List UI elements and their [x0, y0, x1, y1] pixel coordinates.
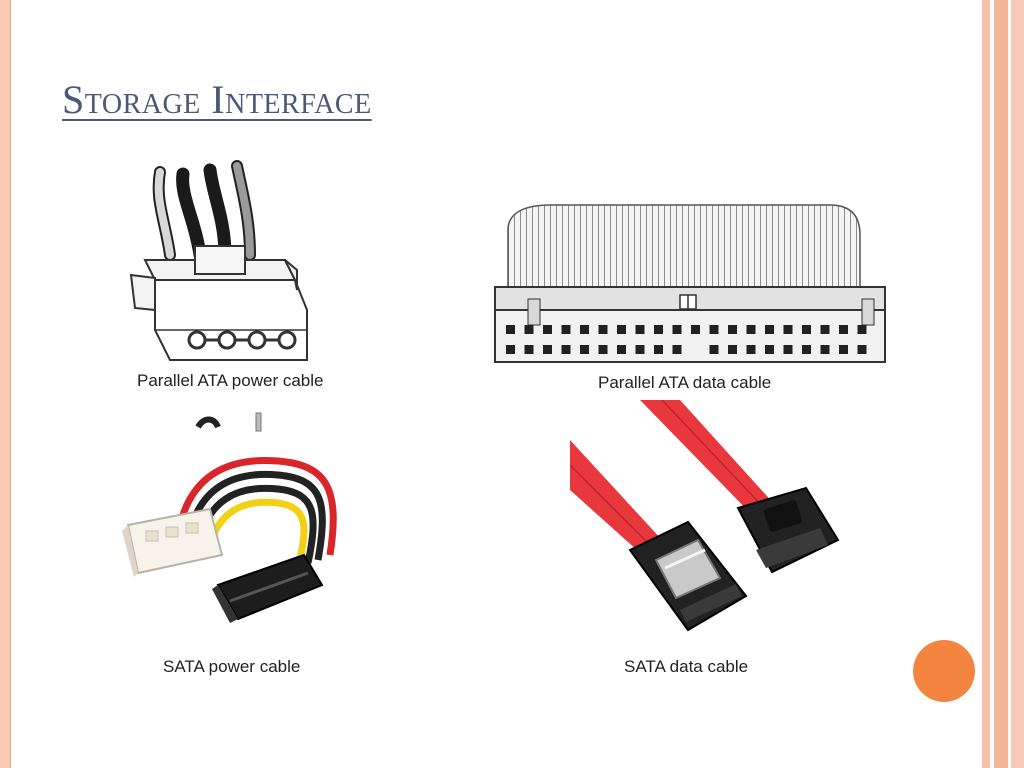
- molex-power-connector-icon: [125, 160, 315, 370]
- ide-pin-hole: [672, 345, 682, 354]
- ide-pin-hole: [746, 325, 756, 334]
- ide-pin-hole: [635, 325, 645, 334]
- sata-data-connector-icon: [570, 400, 845, 640]
- ide-pin-hole: [857, 345, 867, 354]
- caption-parallel-ata-data: Parallel ATA data cable: [598, 373, 772, 392]
- slide-frame-right: [978, 0, 1024, 768]
- ide-pin-hole: [598, 325, 608, 334]
- caption-parallel-ata-power: Parallel ATA power cable: [137, 371, 324, 390]
- ide-pin-hole: [617, 345, 626, 354]
- ide-pin-hole: [506, 345, 515, 354]
- ide-pin-hole: [617, 325, 626, 334]
- ide-pin-hole: [524, 345, 534, 354]
- ide-pin-hole: [783, 325, 793, 334]
- ide-pin-hole: [820, 325, 830, 334]
- ide-pin-hole: [709, 325, 719, 334]
- ide-pin-hole: [543, 345, 552, 354]
- ide-pin-hole: [580, 325, 589, 334]
- ide-pin-hole: [783, 345, 793, 354]
- ide-pin-hole: [765, 345, 774, 354]
- ide-pin-hole: [839, 345, 848, 354]
- ide-pin-hole: [506, 325, 515, 334]
- ide-pin-hole: [561, 325, 571, 334]
- sata-power-adapter-icon: [118, 405, 363, 635]
- ide-pin-hole: [561, 345, 571, 354]
- ide-pin-hole: [654, 345, 663, 354]
- ide-pin-hole: [672, 325, 682, 334]
- caption-sata-data: SATA data cable: [624, 657, 749, 676]
- ide-pin-hole: [524, 325, 534, 334]
- ide-pin-hole: [728, 325, 737, 334]
- ide-pin-hole: [691, 325, 700, 334]
- caption-sata-power: SATA power cable: [163, 657, 301, 676]
- ide-pin-hole: [580, 345, 589, 354]
- ide-pin-hole: [857, 325, 867, 334]
- slide-frame-left: [0, 0, 11, 768]
- ide-pin-hole: [746, 345, 756, 354]
- ide-pin-hole: [802, 325, 811, 334]
- decorative-orange-dot: [913, 640, 975, 702]
- ide-pin-hole: [839, 325, 848, 334]
- ide-pin-hole: [635, 345, 645, 354]
- ide-pin-hole: [728, 345, 737, 354]
- ide-pin-hole: [598, 345, 608, 354]
- slide-title: Storage Interface: [62, 77, 372, 122]
- ide-pin-hole: [765, 325, 774, 334]
- ide-pin-hole: [543, 325, 552, 334]
- ide-pin-hole: [654, 325, 663, 334]
- ide-ribbon-connector-icon: [490, 195, 900, 375]
- ide-pin-hole: [820, 345, 830, 354]
- ide-pin-hole: [709, 345, 719, 354]
- ide-pin-hole: [802, 345, 811, 354]
